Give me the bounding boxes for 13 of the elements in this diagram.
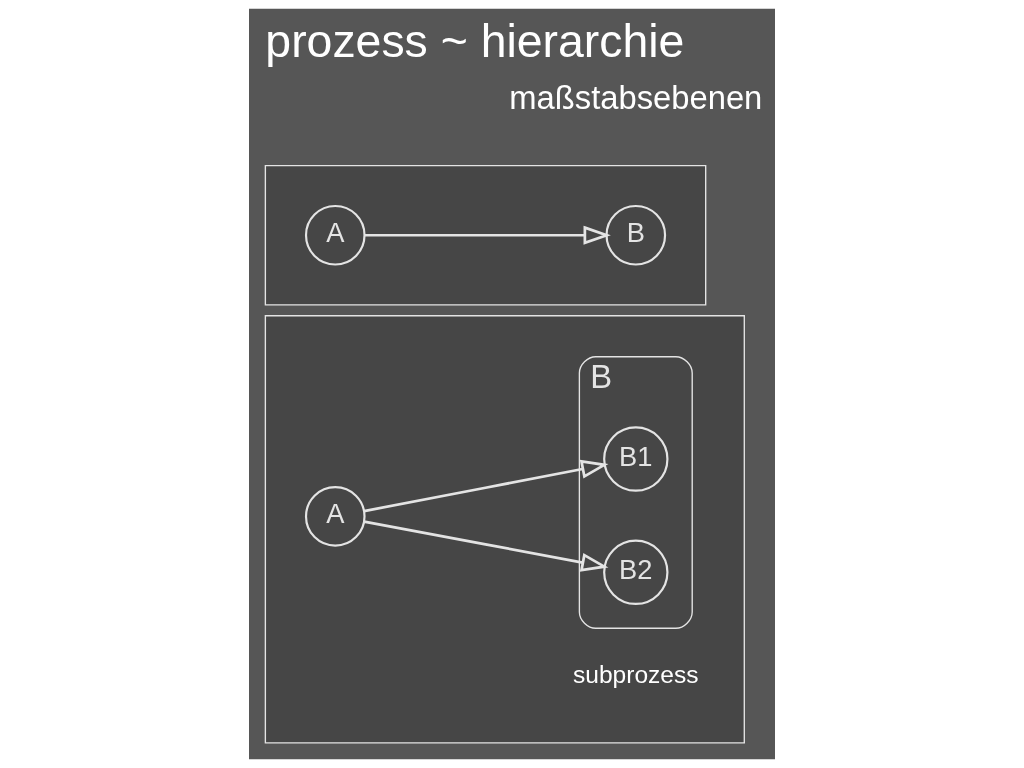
cluster — [264, 164, 707, 306]
node-label: subprozess — [573, 661, 699, 689]
node-circle: B — [605, 204, 667, 266]
node-circle: B1 — [603, 426, 669, 492]
cluster — [264, 315, 745, 744]
node-circle: A — [304, 486, 366, 547]
arrow — [363, 520, 609, 572]
node-circle: A — [304, 204, 366, 266]
node-circle: B2 — [603, 539, 669, 606]
arrow — [363, 459, 609, 513]
diagram-title: prozess ~ hierarchie — [265, 14, 685, 67]
arrow — [364, 225, 611, 245]
label: maßstabsebenen — [509, 78, 763, 116]
